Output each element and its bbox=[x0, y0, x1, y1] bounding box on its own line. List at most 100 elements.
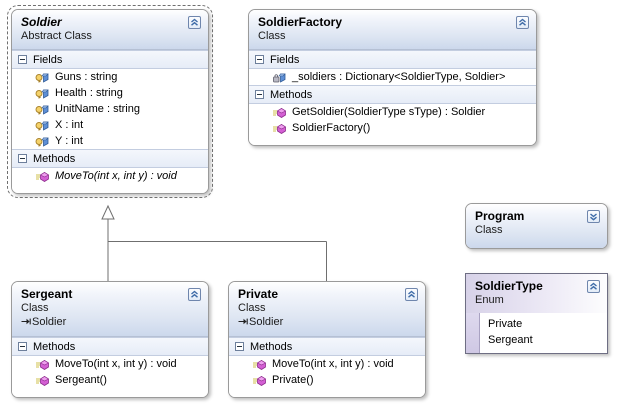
member-row[interactable]: Private() bbox=[229, 372, 425, 388]
enum-left-strip bbox=[466, 313, 479, 353]
member-row[interactable]: Y : int bbox=[12, 133, 208, 149]
member-label: Health : string bbox=[55, 86, 123, 99]
member-label: X : int bbox=[55, 118, 84, 131]
class-title-soldier: Soldier bbox=[21, 15, 62, 29]
class-stereotype-soldierfactory: Class bbox=[258, 30, 286, 42]
member-row[interactable]: MoveTo(int x, int y) : void bbox=[229, 356, 425, 372]
protected-method-icon bbox=[35, 374, 50, 387]
member-label: Y : int bbox=[55, 134, 83, 147]
member-row[interactable]: MoveTo(int x, int y) : void bbox=[12, 356, 208, 372]
protected-method-icon bbox=[252, 374, 267, 387]
member-label: Sergeant() bbox=[55, 373, 107, 386]
collapse-chevron-up-icon-sergeant[interactable] bbox=[188, 288, 201, 301]
base-class-name: Soldier bbox=[249, 316, 284, 328]
member-label: GetSoldier(SoldierType sType) : Soldier bbox=[292, 105, 486, 118]
collapse-chevron-up-icon-private[interactable] bbox=[405, 288, 418, 301]
class-header-program: Program Class bbox=[466, 204, 607, 248]
section-label: Fields bbox=[270, 53, 300, 66]
enum-stereotype-soldiertype: Enum bbox=[475, 294, 504, 306]
protected-method-icon bbox=[272, 106, 287, 119]
collapse-minus-icon[interactable] bbox=[18, 55, 27, 64]
spacer bbox=[249, 136, 536, 145]
member-label: _soldiers : Dictionary<SoldierType, Sold… bbox=[292, 70, 506, 83]
spacer bbox=[12, 184, 208, 193]
section-label: Methods bbox=[33, 340, 76, 353]
class-stereotype-soldier: Abstract Class bbox=[21, 30, 92, 42]
section-label: Methods bbox=[33, 152, 76, 165]
protected-field-icon bbox=[35, 103, 50, 116]
class-body-sergeant: Methods MoveTo(int x, int y) : void bbox=[12, 337, 208, 397]
enum-body-soldiertype: Private Sergeant bbox=[466, 313, 607, 353]
section-header-methods-private[interactable]: Methods bbox=[229, 337, 425, 356]
spacer bbox=[12, 388, 208, 397]
member-label: MoveTo(int x, int y) : void bbox=[55, 169, 177, 182]
member-row[interactable]: _soldiers : Dictionary<SoldierType, Sold… bbox=[249, 69, 536, 85]
class-box-soldierfactory[interactable]: SoldierFactory Class Fields bbox=[248, 9, 537, 146]
member-row[interactable]: UnitName : string bbox=[12, 101, 208, 117]
inheritance-arrowhead-icon bbox=[101, 204, 115, 220]
class-header-soldier: Soldier Abstract Class bbox=[12, 10, 208, 50]
protected-field-icon bbox=[35, 87, 50, 100]
member-row[interactable]: X : int bbox=[12, 117, 208, 133]
expand-chevron-down-icon-program[interactable] bbox=[587, 210, 600, 223]
class-box-private[interactable]: Private Class Soldier bbox=[228, 281, 426, 398]
class-stereotype-program: Class bbox=[475, 224, 503, 236]
section-header-fields-soldier[interactable]: Fields bbox=[12, 50, 208, 69]
class-header-sergeant: Sergeant Class Soldier bbox=[12, 282, 208, 337]
enum-value[interactable]: Private bbox=[488, 318, 523, 330]
class-body-soldierfactory: Fields _soldiers : Dictionary<SoldierTyp… bbox=[249, 50, 536, 145]
collapse-minus-icon[interactable] bbox=[255, 55, 264, 64]
member-row[interactable]: MoveTo(int x, int y) : void bbox=[12, 168, 208, 184]
member-row[interactable]: GetSoldier(SoldierType sType) : Soldier bbox=[249, 104, 536, 120]
enum-box-soldiertype[interactable]: SoldierType Enum Private Sergeant bbox=[465, 273, 608, 354]
class-stereotype-sergeant: Class bbox=[21, 302, 49, 314]
enum-title-soldiertype: SoldierType bbox=[475, 279, 543, 293]
class-title-sergeant: Sergeant bbox=[21, 287, 73, 301]
member-label: Private() bbox=[272, 373, 314, 386]
protected-method-icon bbox=[252, 358, 267, 371]
base-class-arrow-icon bbox=[238, 317, 249, 330]
base-class-reference-private[interactable]: Soldier bbox=[238, 316, 417, 330]
collapse-minus-icon[interactable] bbox=[18, 342, 27, 351]
member-label: MoveTo(int x, int y) : void bbox=[272, 357, 394, 370]
collapse-minus-icon[interactable] bbox=[18, 154, 27, 163]
class-body-soldier: Fields Guns : string bbox=[12, 50, 208, 193]
class-header-private: Private Class Soldier bbox=[229, 282, 425, 337]
spacer bbox=[229, 388, 425, 397]
class-box-program[interactable]: Program Class bbox=[465, 203, 608, 249]
collapse-chevron-up-icon-soldiertype[interactable] bbox=[587, 280, 600, 293]
section-header-methods-soldier[interactable]: Methods bbox=[12, 149, 208, 168]
base-class-name: Soldier bbox=[32, 316, 67, 328]
base-class-reference-sergeant[interactable]: Soldier bbox=[21, 316, 200, 330]
section-header-methods-soldierfactory[interactable]: Methods bbox=[249, 85, 536, 104]
class-box-soldier[interactable]: Soldier Abstract Class Fields bbox=[7, 5, 213, 198]
section-header-fields-soldierfactory[interactable]: Fields bbox=[249, 50, 536, 69]
collapse-minus-icon[interactable] bbox=[255, 90, 264, 99]
enum-value[interactable]: Sergeant bbox=[488, 334, 533, 346]
private-field-icon bbox=[272, 71, 287, 84]
collapse-chevron-up-icon-soldierfactory[interactable] bbox=[516, 16, 529, 29]
member-label: Guns : string bbox=[55, 70, 118, 83]
protected-method-icon bbox=[272, 122, 287, 135]
enum-value-list: Private Sergeant bbox=[479, 313, 607, 353]
enum-header-soldiertype: SoldierType Enum bbox=[466, 274, 607, 313]
member-row[interactable]: Health : string bbox=[12, 85, 208, 101]
class-stereotype-private: Class bbox=[238, 302, 266, 314]
protected-field-icon bbox=[35, 71, 50, 84]
member-row[interactable]: SoldierFactory() bbox=[249, 120, 536, 136]
collapse-minus-icon[interactable] bbox=[235, 342, 244, 351]
member-label: MoveTo(int x, int y) : void bbox=[55, 357, 177, 370]
class-header-soldierfactory: SoldierFactory Class bbox=[249, 10, 536, 50]
class-title-private: Private bbox=[238, 287, 279, 301]
protected-field-icon bbox=[35, 135, 50, 148]
protected-method-icon bbox=[35, 170, 50, 183]
section-header-methods-sergeant[interactable]: Methods bbox=[12, 337, 208, 356]
class-title-soldierfactory: SoldierFactory bbox=[258, 15, 343, 29]
member-label: SoldierFactory() bbox=[292, 121, 371, 134]
protected-field-icon bbox=[35, 119, 50, 132]
class-box-sergeant[interactable]: Sergeant Class Soldier bbox=[11, 281, 209, 398]
member-row[interactable]: Guns : string bbox=[12, 69, 208, 85]
collapse-chevron-up-icon-soldier[interactable] bbox=[188, 16, 201, 29]
member-row[interactable]: Sergeant() bbox=[12, 372, 208, 388]
